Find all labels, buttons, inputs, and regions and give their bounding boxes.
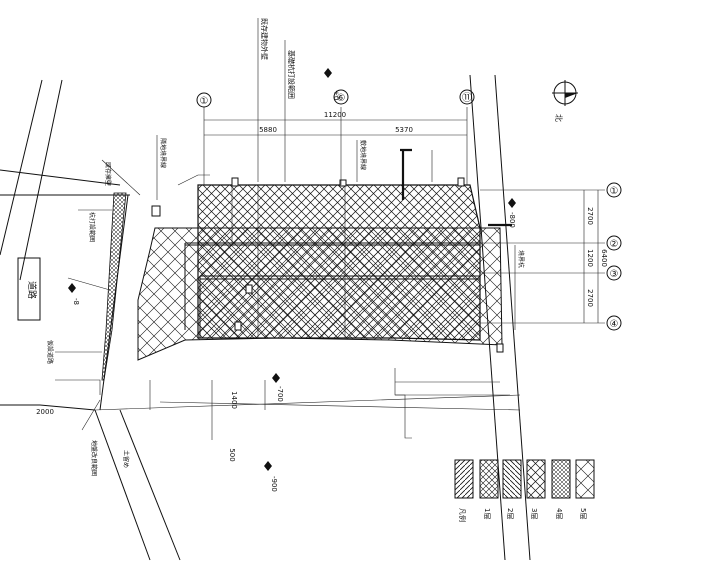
grid-col-11-label: ⑪ bbox=[462, 92, 472, 104]
dimension-lines bbox=[149, 119, 599, 440]
legend-item-1: 1层 bbox=[483, 508, 491, 519]
legend-item-3: 3层 bbox=[530, 508, 538, 519]
road-label: 道路 bbox=[26, 281, 38, 299]
dim-top-right: 5370 bbox=[395, 126, 413, 134]
legend-swatch-1 bbox=[479, 459, 499, 499]
dimension-texts: 11200 5880 5370 2700 1200 2700 6400 1400… bbox=[36, 111, 608, 462]
annotation-c: 隣地境界線 bbox=[159, 138, 167, 168]
north-label: 北 bbox=[554, 114, 563, 122]
annotation-f: 杭打設範囲 bbox=[88, 212, 96, 242]
grid-row-2-label: ② bbox=[610, 239, 619, 250]
grid-col-6: ⑥ bbox=[333, 89, 349, 105]
grid-row-1: ① bbox=[606, 182, 622, 198]
annotation-i: 地盤改良範囲 bbox=[90, 440, 98, 476]
north-arrow-icon: 北 bbox=[552, 80, 578, 122]
annotation-j: 土留め bbox=[122, 450, 130, 468]
dim-right-a: 2700 bbox=[586, 207, 594, 225]
legend-item-5: 5层 bbox=[579, 508, 587, 519]
annotation-e: 既存擁壁 bbox=[104, 162, 112, 186]
annotation-b: 基礎杭打設範囲 bbox=[287, 50, 296, 99]
legend-title: 凡例 bbox=[458, 508, 467, 522]
elevation-bottom-mid-text: -700 bbox=[276, 386, 284, 402]
grid-col-1-label: ① bbox=[200, 96, 209, 107]
elevation-bottom-text: -900 bbox=[270, 476, 278, 492]
elevation-marker-left: -8 bbox=[68, 283, 80, 305]
legend: 凡例 1层 2层 3层 4层 5层 bbox=[454, 459, 595, 522]
column-markers bbox=[151, 177, 504, 353]
legend-swatch-0 bbox=[454, 459, 474, 499]
elevation-left-text: -8 bbox=[72, 298, 80, 305]
annotation-leaders bbox=[55, 18, 516, 431]
dim-right-b: 1200 bbox=[586, 249, 594, 267]
legend-swatch-4 bbox=[551, 459, 571, 499]
grid-row-4-label: ④ bbox=[610, 319, 619, 330]
grid-row-3-label: ③ bbox=[610, 269, 619, 280]
legend-swatch-3 bbox=[526, 459, 546, 499]
grid-col-6-label: ⑥ bbox=[337, 93, 346, 104]
grid-row-4: ④ bbox=[606, 315, 622, 331]
road-strip: 道路 bbox=[17, 257, 41, 321]
dim-right-c: 2700 bbox=[586, 289, 594, 307]
grid-col-11: ⑪ bbox=[459, 89, 475, 105]
thick-leaders bbox=[400, 148, 512, 227]
dim-left-b: 500 bbox=[228, 448, 236, 461]
dim-bottom: 2000 bbox=[36, 408, 54, 416]
inner-slab-lines bbox=[177, 174, 480, 338]
annotation-d: 敷地境界線 bbox=[359, 140, 367, 170]
elevation-right-text: -800 bbox=[508, 212, 516, 228]
grid-row-1-label: ① bbox=[610, 186, 619, 197]
dim-top-total: 11200 bbox=[324, 111, 346, 119]
legend-item-2: 2层 bbox=[506, 508, 514, 519]
grid-row-3: ③ bbox=[606, 265, 622, 281]
annotation-h: 仮設道路 bbox=[46, 340, 54, 364]
elevation-marker-right: -800 bbox=[508, 198, 516, 228]
dim-left-a: 1400 bbox=[230, 391, 238, 409]
elevation-marker-bottom-mid: -700 bbox=[272, 373, 284, 402]
building-footprint bbox=[197, 184, 481, 341]
legend-swatch-2 bbox=[502, 459, 522, 499]
annotation-a: 既存建物外壁 bbox=[260, 18, 269, 60]
grid-row-2: ② bbox=[606, 235, 622, 251]
dim-right-total: 6400 bbox=[600, 249, 608, 267]
legend-item-4: 4层 bbox=[555, 508, 563, 519]
dim-top-left: 5880 bbox=[259, 126, 277, 134]
elevation-top-text: +0 bbox=[332, 90, 340, 100]
elevation-marker-bottom: -900 bbox=[264, 461, 278, 492]
grid-col-1: ① bbox=[196, 92, 212, 108]
annotation-texts: 既存建物外壁 基礎杭打設範囲 隣地境界線 敷地境界線 既存擁壁 杭打設範囲 境界… bbox=[46, 18, 525, 476]
elevation-marker-top: +0 bbox=[324, 68, 340, 100]
annotation-g: 境界杭 bbox=[517, 250, 525, 268]
legend-swatch-5 bbox=[575, 459, 595, 499]
retaining-wall-wedge bbox=[101, 192, 127, 381]
